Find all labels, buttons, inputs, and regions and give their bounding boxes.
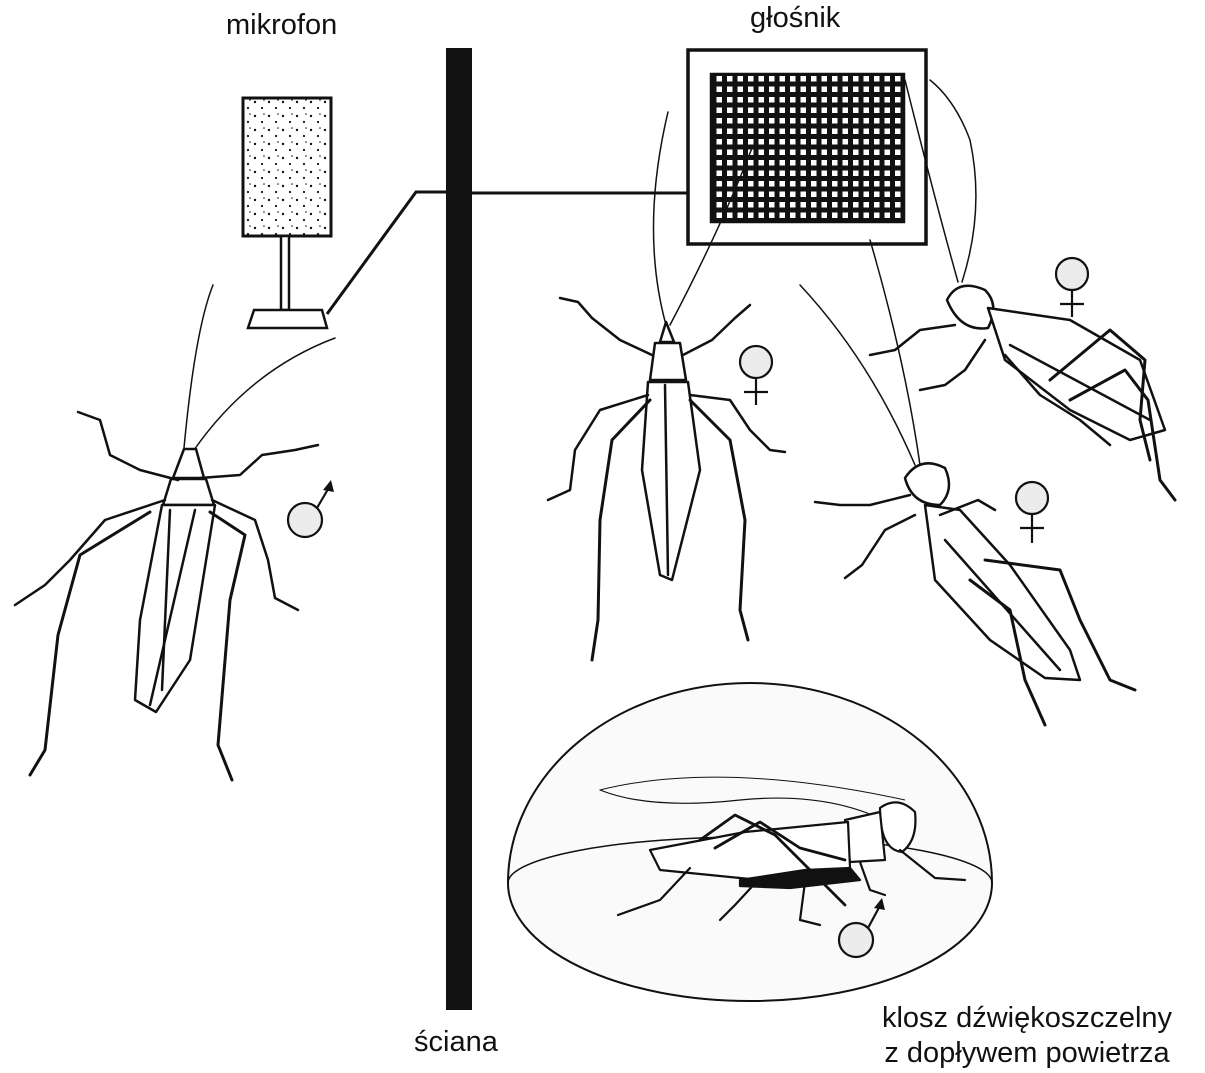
male-insect-left bbox=[15, 285, 335, 780]
microphone-cable bbox=[327, 192, 448, 314]
male-symbol-icon bbox=[288, 480, 334, 537]
female-symbol-icon bbox=[1016, 482, 1048, 543]
dome-label: klosz dźwiękoszczelny z dopływem powietr… bbox=[862, 1001, 1192, 1071]
wall bbox=[446, 48, 472, 1010]
speaker-label: głośnik bbox=[750, 4, 840, 33]
microphone-label: mikrofon bbox=[226, 11, 337, 40]
wall-label: ściana bbox=[414, 1028, 498, 1057]
female-symbol-icon bbox=[740, 346, 772, 405]
female-symbol-icon bbox=[1056, 258, 1088, 317]
dome-label-line2: z dopływem powietrza bbox=[862, 1036, 1192, 1071]
microphone bbox=[243, 98, 331, 328]
dome-label-line1: klosz dźwiękoszczelny bbox=[862, 1001, 1192, 1036]
